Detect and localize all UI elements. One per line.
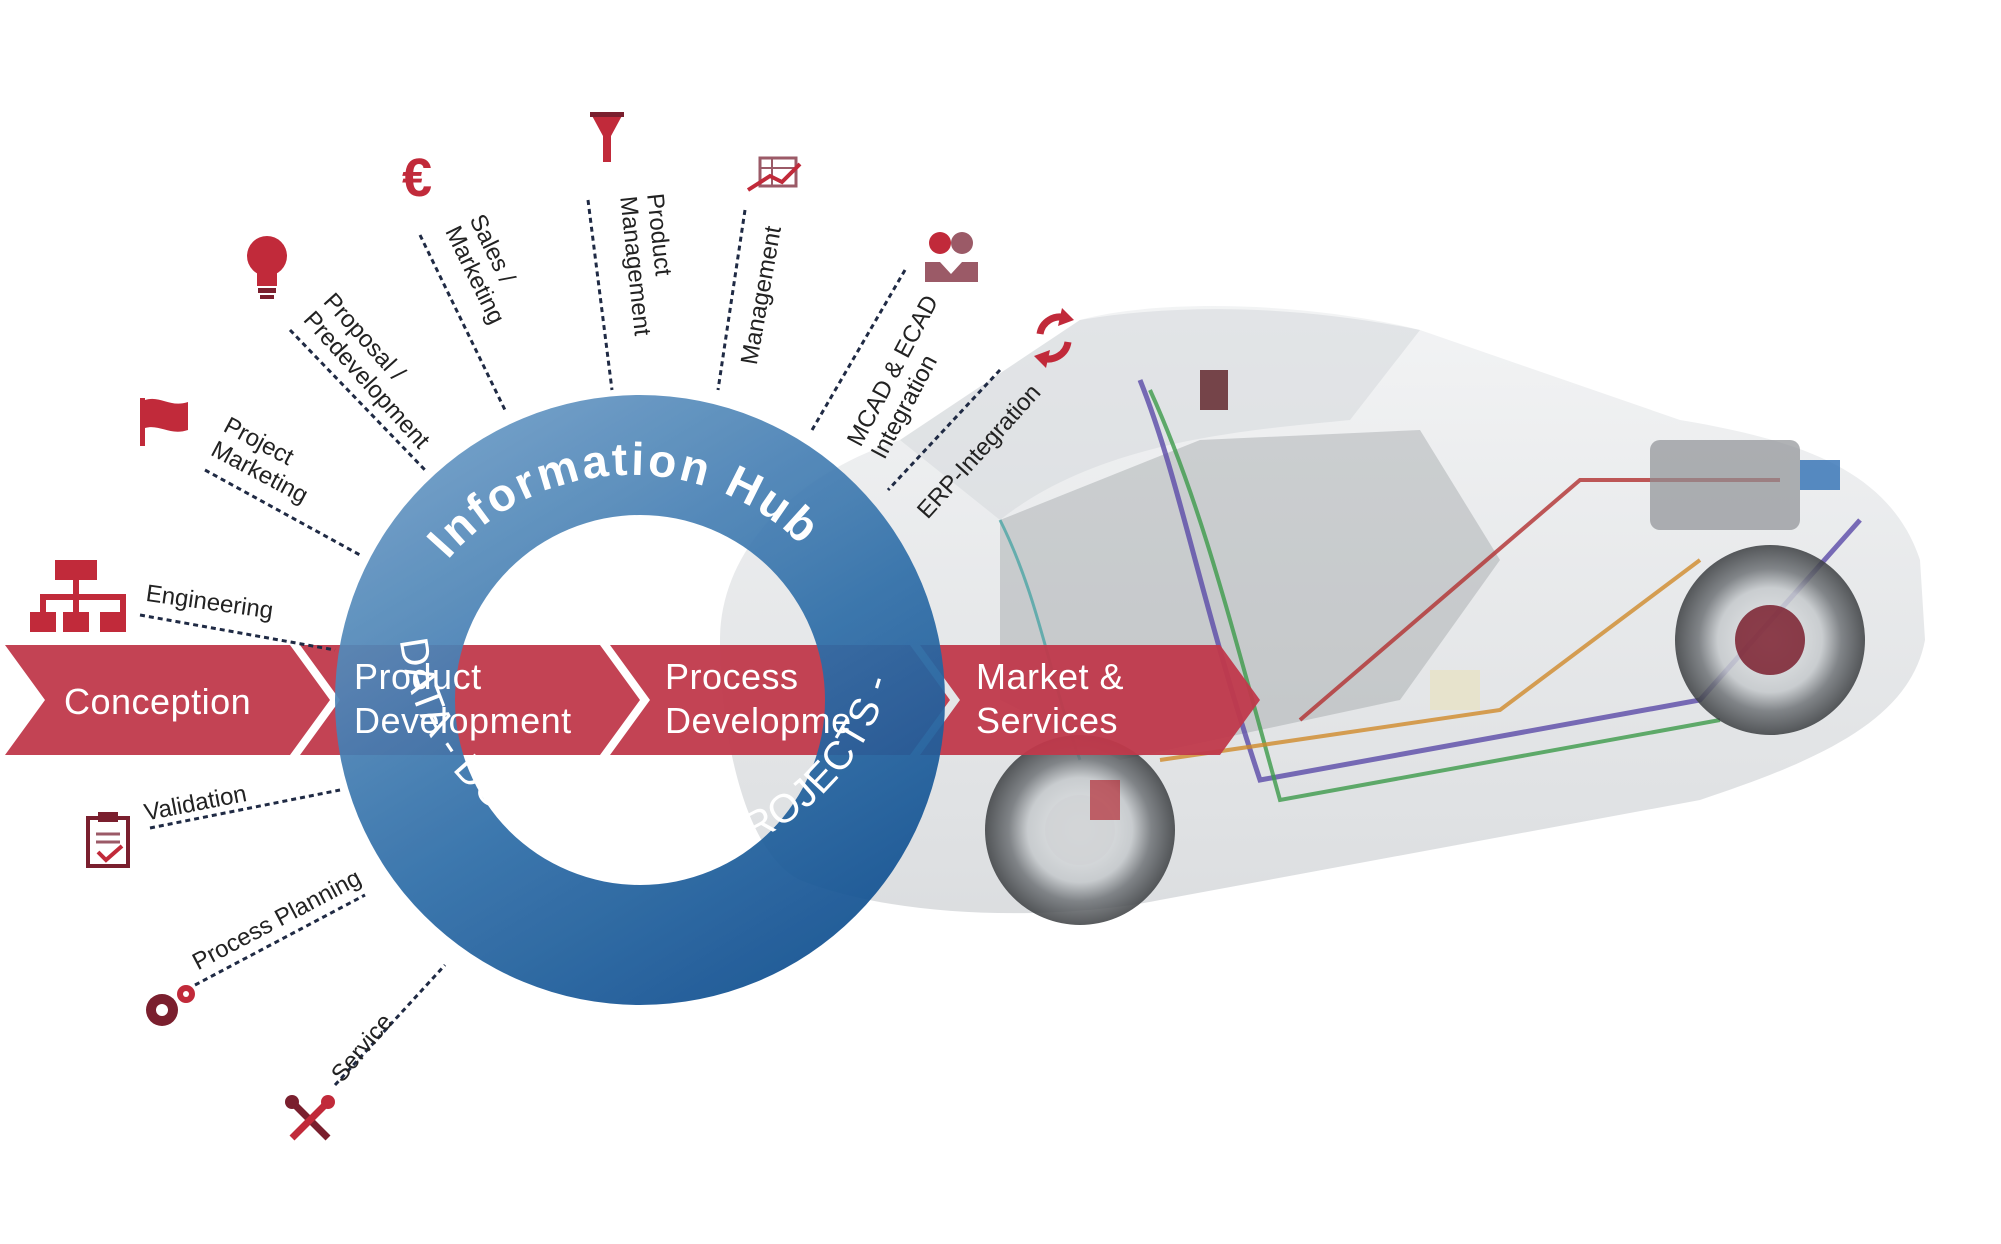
connector-service — [333, 963, 447, 1087]
connector-product-management — [586, 199, 614, 391]
connector-proposal — [288, 328, 427, 472]
phase-label-line: Services — [976, 700, 1119, 741]
svg-text:€: € — [402, 148, 432, 208]
chart-icon — [746, 156, 802, 192]
phase-label-line: Product — [354, 656, 482, 697]
rear-brake-disc — [1735, 605, 1805, 675]
tools-icon — [285, 1095, 335, 1141]
connector-sales — [418, 234, 507, 411]
connector-mcad — [810, 269, 907, 431]
connector-management — [716, 209, 747, 391]
org-chart-icon — [30, 560, 126, 632]
phase-label-process-development: Process Developme — [665, 655, 852, 743]
phase-label-line: Conception — [64, 681, 252, 722]
hub-ring-shape — [335, 395, 945, 1005]
phase-label-line: Market & — [976, 656, 1125, 697]
phase-label-market-services: Market & Services — [976, 655, 1124, 743]
engine-block — [1650, 440, 1800, 530]
phase-label-product-development: Product Development — [354, 655, 572, 743]
phase-label-conception: Conception — [64, 680, 251, 724]
wire-green — [1148, 389, 1721, 803]
funnel-icon — [590, 112, 624, 162]
phase-label-line: Development — [354, 700, 572, 741]
control-unit — [1430, 670, 1480, 710]
phase-label-line: Developme — [665, 700, 852, 741]
mirror-module — [1200, 370, 1228, 410]
wire-purple — [1137, 379, 1862, 783]
phase-label-line: Process — [665, 656, 799, 697]
euro-icon: € — [402, 148, 432, 208]
clipboard-icon — [86, 812, 130, 868]
phase-arrow-market-services — [920, 645, 1260, 755]
gears-icon — [146, 985, 195, 1026]
people-icon — [925, 232, 978, 282]
battery-box — [1800, 460, 1840, 490]
connector-erp — [886, 368, 1002, 492]
flag-icon — [140, 398, 188, 446]
lightbulb-icon — [247, 236, 287, 299]
wire-orange — [1159, 558, 1702, 762]
refresh-icon — [1034, 308, 1074, 368]
phase-arrow-conception — [5, 645, 330, 755]
connector-engineering — [139, 613, 336, 652]
connector-project-marketing — [204, 468, 361, 557]
front-brake — [1090, 780, 1120, 820]
